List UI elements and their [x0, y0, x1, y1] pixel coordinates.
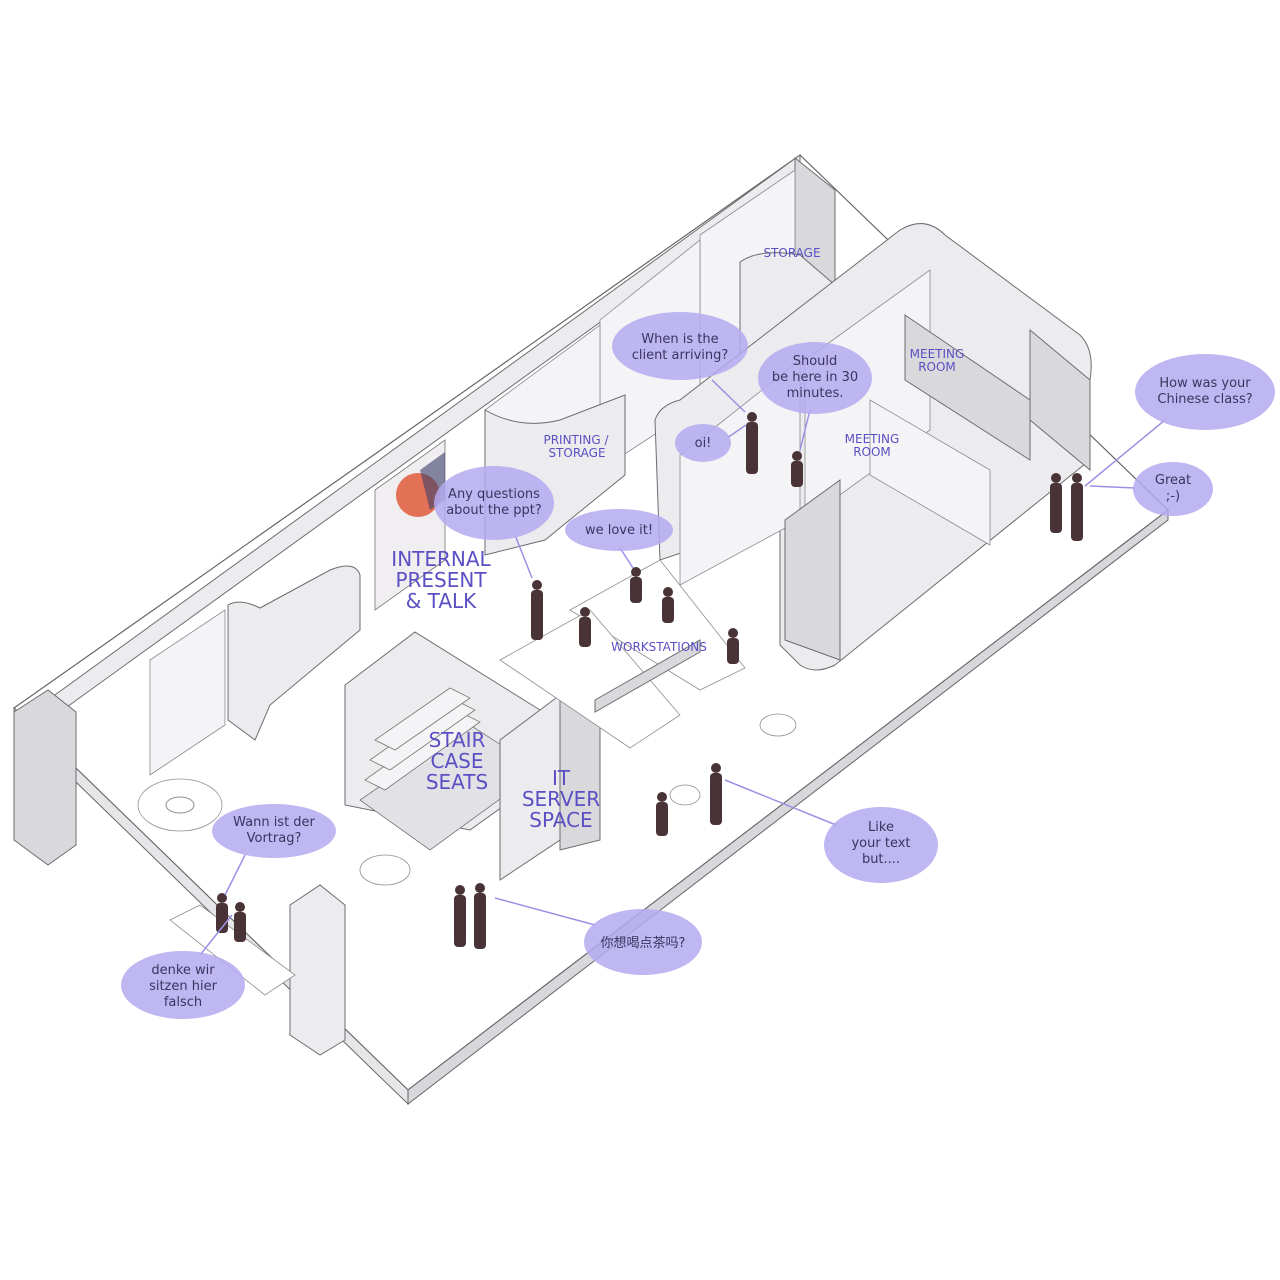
svg-text:oi!: oi! — [695, 436, 712, 451]
bubble-sitzen-falsch: denke wir sitzen hier falsch — [121, 914, 245, 1019]
person-seated-workstation-2 — [662, 587, 674, 623]
person-seated-workstation-1 — [630, 567, 642, 603]
label-it-line2: SERVER — [522, 787, 600, 811]
entry-wall — [169, 884, 346, 1056]
svg-text:;-): ;-) — [1166, 489, 1180, 504]
staircase-seats — [344, 631, 541, 851]
person-walking-right-2 — [1071, 473, 1083, 541]
person-seated-meeting — [791, 451, 803, 487]
presentation-screen — [374, 439, 446, 611]
svg-text:How was your: How was your — [1159, 376, 1251, 391]
person-standing-presenter — [531, 580, 543, 640]
label-stair-line2: CASE — [431, 749, 484, 773]
svg-text:sitzen hier: sitzen hier — [149, 979, 218, 994]
left-pods — [13, 565, 361, 866]
bubble-chinese-class: How was your Chinese class? — [1084, 354, 1275, 487]
zone-labels: STORAGE PRINTING / STORAGE MEETING ROOM … — [391, 246, 964, 832]
svg-text:Chinese class?: Chinese class? — [1157, 392, 1252, 407]
people — [216, 412, 1083, 949]
svg-text:minutes.: minutes. — [787, 386, 844, 401]
label-meeting-b-line2: ROOM — [853, 445, 891, 459]
person-walking-entry-1 — [454, 885, 466, 947]
it-server-room — [499, 694, 601, 881]
svg-text:你想喝点茶吗?: 你想喝点茶吗? — [601, 935, 686, 951]
svg-text:denke wir: denke wir — [151, 963, 215, 978]
bubble-ppt-questions: Any questions about the ppt? — [434, 466, 554, 579]
bubble-tea: 你想喝点茶吗? — [494, 897, 702, 975]
label-internal-line3: & TALK — [406, 589, 477, 613]
svg-text:Vortrag?: Vortrag? — [247, 831, 302, 846]
label-meeting-b-line1: MEETING — [845, 432, 900, 446]
label-meeting-a-line1: MEETING — [910, 347, 965, 361]
small-round-table — [359, 854, 411, 886]
label-internal-line2: PRESENT — [395, 568, 487, 592]
label-stair-line1: STAIR — [429, 728, 486, 752]
svg-text:Like: Like — [868, 820, 894, 835]
svg-text:Great: Great — [1155, 473, 1191, 488]
person-standing-meeting — [746, 412, 758, 474]
label-it-line1: IT — [552, 766, 571, 790]
label-internal-line1: INTERNAL — [391, 547, 491, 571]
bubble-like-your-text: Like your text but.... — [724, 779, 938, 883]
label-printing-line2: STORAGE — [548, 446, 605, 460]
svg-text:Wann ist der: Wann ist der — [233, 815, 315, 830]
svg-text:falsch: falsch — [164, 995, 202, 1010]
person-seated-workstation-4 — [727, 628, 739, 664]
svg-text:about the ppt?: about the ppt? — [446, 503, 542, 518]
bubble-should-be-here: Should be here in 30 minutes. — [758, 342, 872, 451]
person-seated-lounge — [656, 792, 668, 836]
label-stair-line3: SEATS — [426, 770, 488, 794]
large-round-table — [137, 778, 223, 832]
svg-text:we love it!: we love it! — [585, 523, 653, 538]
speech-bubbles: When is the client arriving? Should be h… — [121, 312, 1275, 1019]
svg-text:When is the: When is the — [641, 332, 718, 347]
person-seated-workstation-3 — [579, 607, 591, 647]
label-storage: STORAGE — [763, 246, 820, 260]
person-seated-bench-2 — [234, 902, 246, 942]
svg-text:Should: Should — [793, 354, 838, 369]
person-walking-entry-2 — [474, 883, 486, 949]
bubble-client-arriving: When is the client arriving? — [612, 312, 748, 413]
person-seated-bench-1 — [216, 893, 228, 933]
round-tables — [137, 713, 797, 886]
bubble-we-love-it: we love it! — [565, 509, 673, 569]
meeting-room-block — [654, 223, 1092, 671]
bubble-oi: oi! — [675, 424, 747, 462]
svg-text:your text: your text — [851, 836, 910, 851]
bubble-vortrag: Wann ist der Vortrag? — [212, 804, 336, 896]
svg-text:be here in 30: be here in 30 — [772, 370, 858, 385]
label-meeting-a-line2: ROOM — [918, 360, 956, 374]
svg-text:Any questions: Any questions — [448, 487, 540, 502]
label-it-line3: SPACE — [529, 808, 592, 832]
bubble-great: Great ;-) — [1089, 462, 1213, 516]
person-standing-lounge — [710, 763, 722, 825]
label-workstations: WORKSTATIONS — [611, 640, 707, 654]
svg-text:but....: but.... — [862, 852, 900, 867]
svg-text:client arriving?: client arriving? — [632, 348, 729, 363]
person-walking-right-1 — [1050, 473, 1062, 533]
workstation-desks — [499, 559, 746, 749]
label-printing-line1: PRINTING / — [543, 433, 609, 447]
